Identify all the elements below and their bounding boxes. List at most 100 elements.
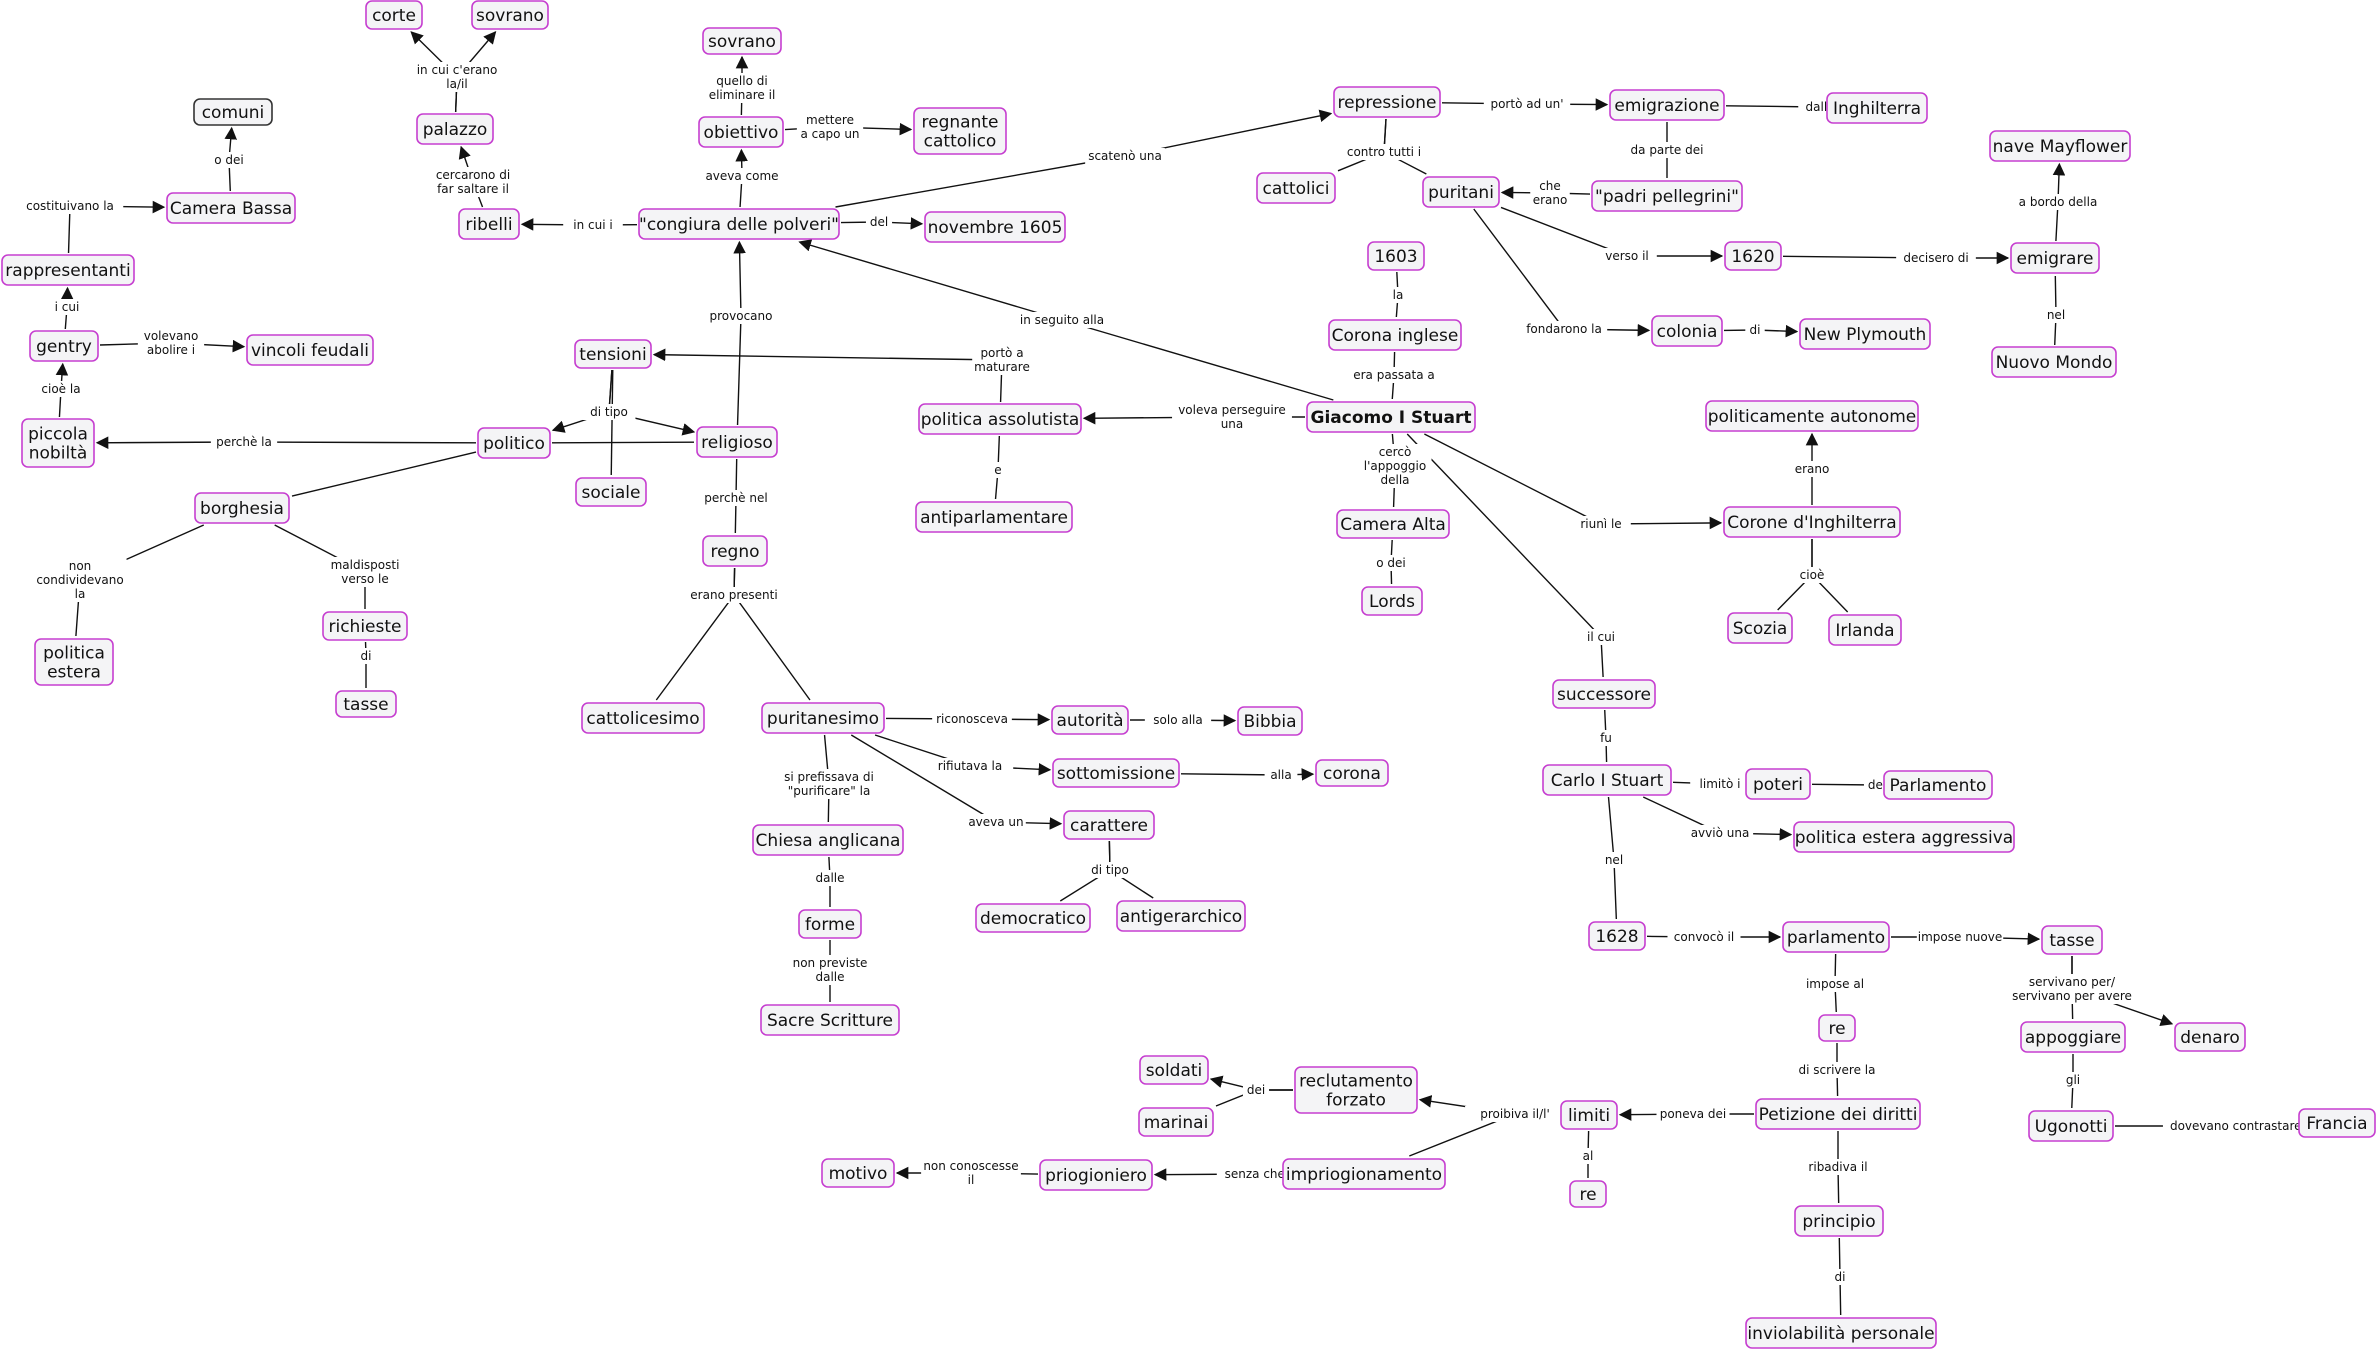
concept-y1620[interactable]: 1620 (1724, 241, 1782, 271)
concept-comuni[interactable]: comuni (193, 98, 273, 126)
concept-tasse2[interactable]: tasse (2041, 925, 2103, 955)
concept-padri[interactable]: "padri pellegrini" (1591, 180, 1743, 212)
concept-emigrare[interactable]: emigrare (2010, 242, 2100, 274)
concept-ugonotti[interactable]: Ugonotti (2028, 1110, 2114, 1142)
link-label-background (1172, 402, 1292, 432)
concept-sovrano1[interactable]: sovrano (471, 0, 549, 30)
concept-rappresentanti[interactable]: rappresentanti (1, 254, 135, 286)
concept-bibbia[interactable]: Bibbia (1237, 706, 1303, 736)
concept-limiti[interactable]: limiti (1560, 1100, 1618, 1130)
concept-carattere[interactable]: carattere (1063, 810, 1155, 840)
concept-y1628[interactable]: 1628 (1588, 921, 1646, 951)
concept-box (2028, 1110, 2114, 1142)
concept-religioso[interactable]: religioso (696, 426, 778, 458)
concept-coroneing[interactable]: Corone d'Inghilterra (1723, 506, 1901, 538)
concept-label: borghesia (200, 499, 284, 519)
concept-inghilterra[interactable]: Inghilterra (1826, 92, 1928, 124)
concept-politico[interactable]: politico (477, 427, 551, 459)
concept-puritanesimo[interactable]: puritanesimo (761, 702, 885, 734)
concept-coronaing[interactable]: Corona inglese (1328, 319, 1462, 351)
concept-antiparl[interactable]: antiparlamentare (915, 501, 1073, 533)
concept-borghesia[interactable]: borghesia (194, 492, 290, 524)
concept-denaro[interactable]: denaro (2174, 1022, 2246, 1052)
concept-tasse1[interactable]: tasse (335, 690, 397, 718)
concept-antigerarchico[interactable]: antigerarchico (1116, 900, 1246, 932)
concept-plymouth[interactable]: New Plymouth (1799, 318, 1931, 350)
concept-imprigionamento[interactable]: impriogionamento (1282, 1158, 1446, 1190)
concept-poteri[interactable]: poteri (1745, 768, 1811, 800)
concept-irlanda[interactable]: Irlanda (1828, 614, 1902, 646)
concept-successore[interactable]: successore (1552, 679, 1656, 709)
concept-marinai[interactable]: marinai (1138, 1107, 1214, 1137)
concept-congiura[interactable]: "congiura delle polveri" (638, 208, 840, 240)
concept-sovrano2[interactable]: sovrano (702, 27, 782, 55)
concept-emigrazione[interactable]: emigrazione (1609, 89, 1725, 121)
concept-repressione[interactable]: repressione (1333, 86, 1441, 118)
link-polassol-to-tensioni (652, 348, 1003, 403)
concept-carlo[interactable]: Carlo I Stuart (1542, 764, 1672, 796)
concept-puritani[interactable]: puritani (1422, 176, 1500, 208)
concept-scozia[interactable]: Scozia (1727, 612, 1793, 644)
concept-gentry[interactable]: gentry (29, 330, 99, 362)
concept-sociale[interactable]: sociale (575, 477, 647, 507)
concept-corte[interactable]: corte (365, 0, 423, 30)
concept-colonia[interactable]: colonia (1651, 315, 1723, 347)
concept-motivo[interactable]: motivo (821, 1158, 895, 1188)
concept-re2[interactable]: re (1569, 1180, 1607, 1208)
concept-politicaautonome[interactable]: politicamente autonome (1705, 400, 1919, 432)
concept-inviolabilita[interactable]: inviolabilità personale (1745, 1317, 1937, 1349)
concept-cattolicesimo[interactable]: cattolicesimo (581, 702, 705, 734)
concept-prigioniero[interactable]: priogioniero (1039, 1159, 1153, 1191)
concept-forme[interactable]: forme (798, 909, 862, 939)
concept-polassol[interactable]: politica assolutista (918, 403, 1082, 435)
concept-box (918, 403, 1082, 435)
concept-lords[interactable]: Lords (1361, 586, 1423, 616)
concept-sacre[interactable]: Sacre Scritture (760, 1004, 900, 1036)
concept-autorita[interactable]: autorità (1051, 705, 1129, 735)
concept-soldati[interactable]: soldati (1139, 1055, 1209, 1085)
concept-box (913, 107, 1007, 155)
concept-mayflower[interactable]: nave Mayflower (1989, 130, 2131, 162)
concept-cameraalta[interactable]: Camera Alta (1336, 509, 1450, 539)
concept-democratico[interactable]: democratico (975, 903, 1091, 933)
concept-vincoli[interactable]: vincoli feudali (246, 334, 374, 366)
concept-regno[interactable]: regno (702, 535, 768, 567)
concept-nov1605[interactable]: novembre 1605 (924, 211, 1066, 243)
concept-petizione[interactable]: Petizione dei diritti (1755, 1098, 1921, 1130)
concept-parlamento2[interactable]: parlamento (1782, 921, 1890, 953)
concept-chiesa[interactable]: Chiesa anglicana (752, 824, 904, 856)
link-label-text: si prefissava di"purificare" la (784, 770, 874, 798)
link-label-text: in cui i (573, 218, 612, 232)
concept-nuovomondo[interactable]: Nuovo Mondo (1991, 346, 2117, 378)
link-tensioni-to-politico (551, 369, 613, 433)
concept-appoggiare[interactable]: appoggiare (2020, 1021, 2126, 1053)
link-label-text: dall' (1806, 100, 1831, 114)
concept-sottomissione[interactable]: sottomissione (1052, 758, 1180, 788)
concept-principio[interactable]: principio (1794, 1205, 1884, 1237)
concept-label: Petizione dei diritti (1759, 1105, 1918, 1125)
concept-francia[interactable]: Francia (2298, 1108, 2376, 1138)
concept-ribelli[interactable]: ribelli (458, 208, 520, 240)
concept-parlamento1[interactable]: Parlamento (1883, 770, 1993, 800)
link-label-text: perchè nel (704, 491, 767, 505)
concept-camerabassa[interactable]: Camera Bassa (166, 192, 296, 224)
concept-tensioni[interactable]: tensioni (574, 339, 652, 369)
concept-corona[interactable]: corona (1315, 759, 1389, 787)
link-label-background (1520, 321, 1608, 337)
concept-label: principio (1802, 1212, 1875, 1232)
concept-richieste[interactable]: richieste (322, 611, 408, 641)
concept-y1603[interactable]: 1603 (1367, 241, 1425, 271)
concept-cattolici[interactable]: cattolici (1256, 172, 1336, 204)
concept-label: successore (1557, 685, 1651, 705)
concept-giacomo[interactable]: Giacomo I Stuart (1306, 401, 1476, 433)
concept-re1[interactable]: re (1818, 1014, 1856, 1042)
concept-polaggressiva[interactable]: politica estera aggressiva (1793, 821, 2015, 853)
concept-palazzo[interactable]: palazzo (416, 113, 494, 145)
concept-obiettivo[interactable]: obiettivo (698, 116, 784, 148)
link-label-text: di tipo (1091, 863, 1129, 877)
